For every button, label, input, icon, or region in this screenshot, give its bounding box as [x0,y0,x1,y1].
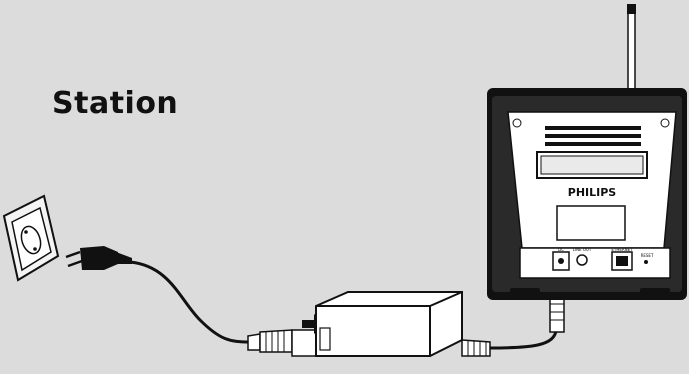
reset-button [644,260,648,264]
ethernet-label: ETHERNET [611,247,633,252]
power-adapter-icon [315,291,463,357]
line-out-port [576,254,588,266]
diagram-title: Station [52,86,179,121]
station-device: PHILIPS DC LINE OUT ETHERNET RESET [487,4,687,300]
reset-label: RESET [641,253,654,258]
brand-label: PHILIPS [568,186,617,199]
iec-connector [247,329,317,357]
line-out-label: LINE OUT [573,247,592,252]
power-plug-icon [65,246,132,270]
mains-cable [129,260,251,344]
dc-port-label: DC [558,247,564,252]
wall-socket-icon [2,194,60,282]
